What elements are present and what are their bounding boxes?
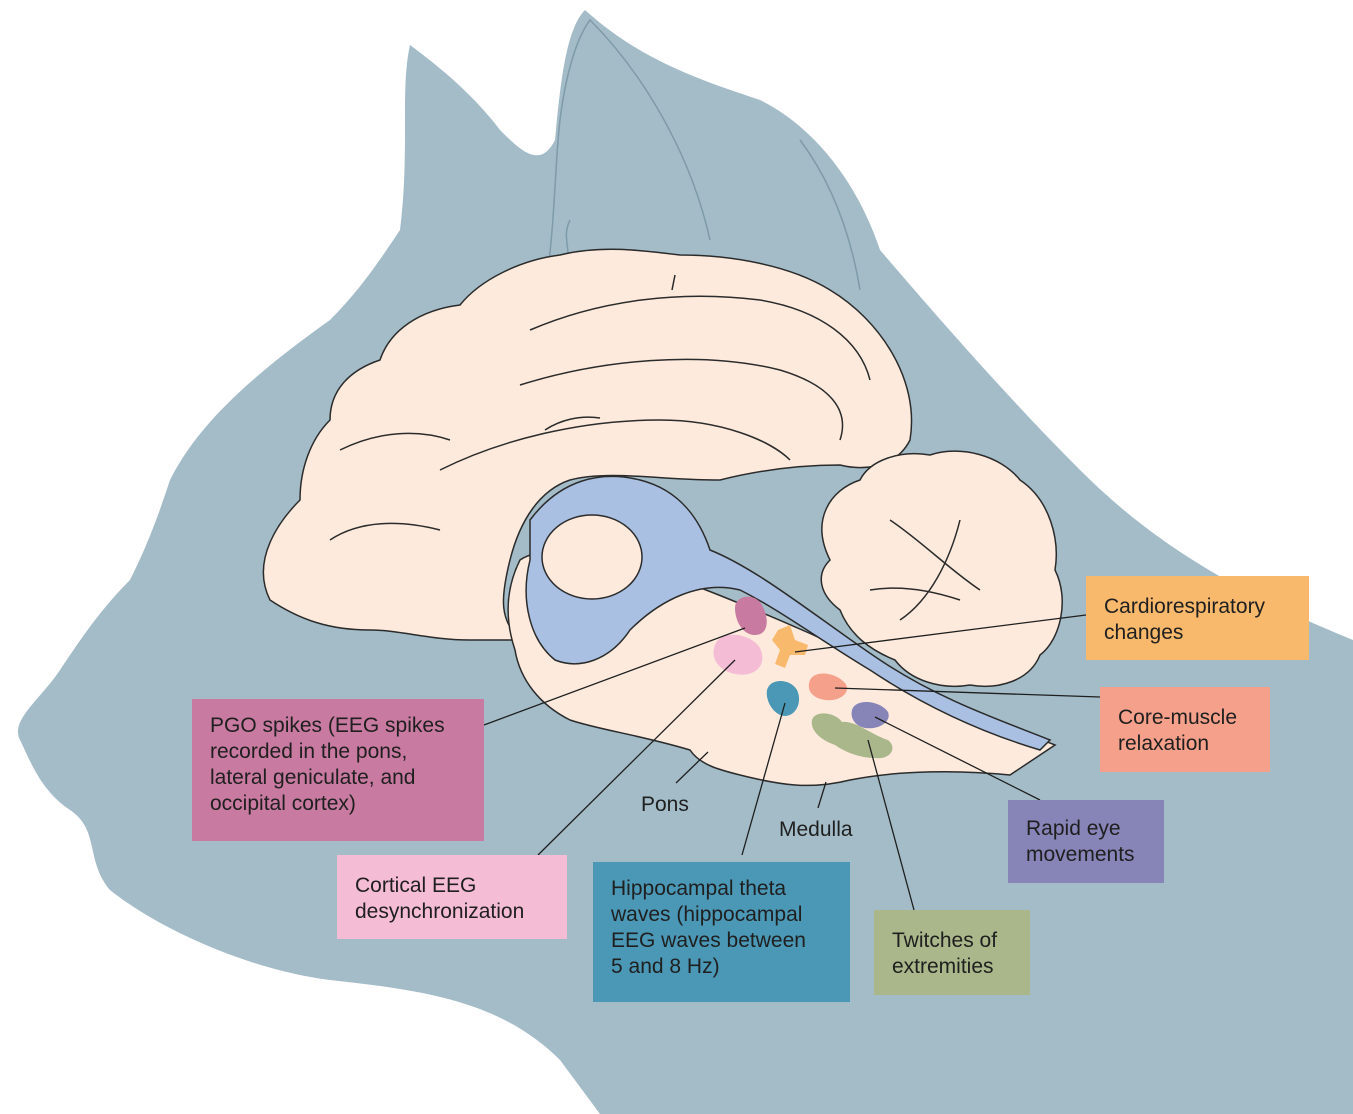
hippocampal-theta-label: Hippocampal theta waves (hippocampal EEG…: [593, 862, 850, 1002]
medulla-label: Medulla: [779, 818, 853, 842]
rapid-eye-label: Rapid eye movements: [1008, 800, 1164, 883]
pons-label: Pons: [641, 793, 689, 817]
pgo-spikes-label: PGO spikes (EEG spikes recorded in the p…: [192, 699, 484, 841]
thalamus: [542, 515, 642, 599]
cardiorespiratory-label: Cardiorespiratory changes: [1086, 576, 1309, 660]
cortical-eeg-label: Cortical EEG desynchronization: [337, 855, 567, 939]
core-muscle-label: Core-muscle relaxation: [1100, 687, 1270, 772]
twitches-label: Twitches of extremities: [874, 910, 1030, 995]
